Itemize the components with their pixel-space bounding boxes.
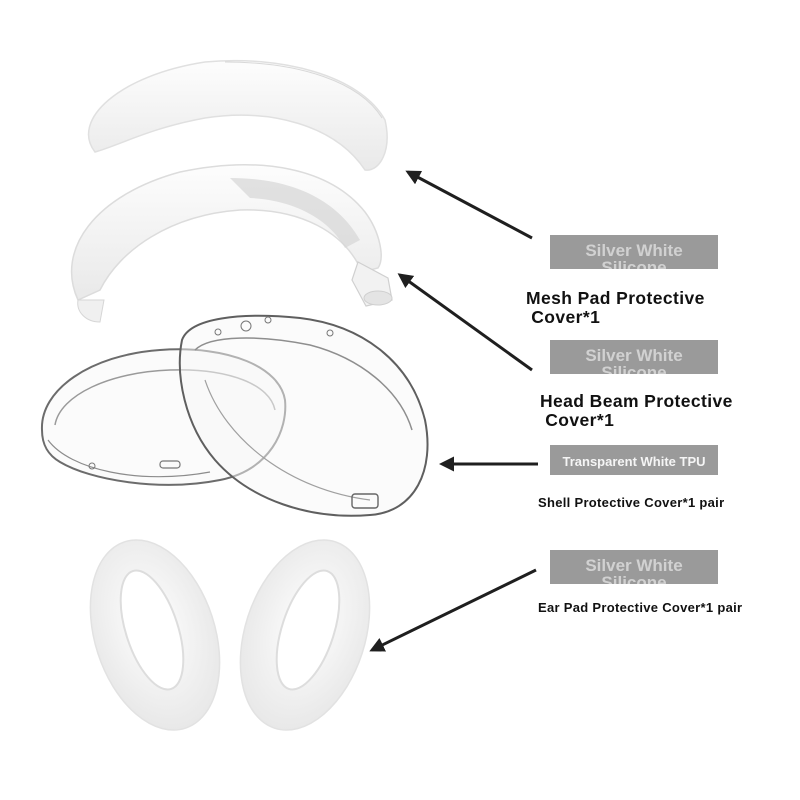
- head-beam-cover-image: [70, 164, 393, 323]
- material-tag-line-2: Silicone: [601, 258, 667, 269]
- material-tag-line-1: Silver White: [585, 346, 683, 365]
- material-tag-line-1: Silver White: [585, 241, 683, 260]
- material-tag-line-1: Silver White: [585, 556, 683, 575]
- arrow-head-beam: [397, 273, 533, 372]
- material-tag-head-beam: Silver White Silicone: [550, 340, 718, 374]
- ear-pad-cover-left-image: [89, 539, 221, 731]
- caption-shell: Shell Protective Cover*1 pair: [538, 495, 725, 510]
- material-tag-ear-pad: Silver White Silicone: [550, 550, 718, 584]
- caption-ear-pad: Ear Pad Protective Cover*1 pair: [538, 600, 743, 615]
- arrow-ear-pad: [369, 568, 537, 652]
- ear-pad-cover-right-image: [239, 539, 371, 731]
- mesh-pad-cover-image: [88, 59, 388, 171]
- material-tag-mesh-pad: Silver White Silicone: [550, 235, 718, 269]
- material-tag-shell: Transparent White TPU: [550, 445, 718, 475]
- shell-cover-right-image: [178, 314, 429, 517]
- material-tag-line-1: Transparent White TPU: [562, 454, 706, 469]
- caption-head-beam: Head Beam Protective Cover*1: [540, 391, 733, 430]
- material-tag-line-2: Silicone: [601, 573, 667, 584]
- arrow-mesh-pad: [405, 170, 533, 240]
- material-tag-line-2: Silicone: [601, 363, 667, 374]
- caption-mesh-pad: Mesh Pad Protective Cover*1: [526, 288, 705, 327]
